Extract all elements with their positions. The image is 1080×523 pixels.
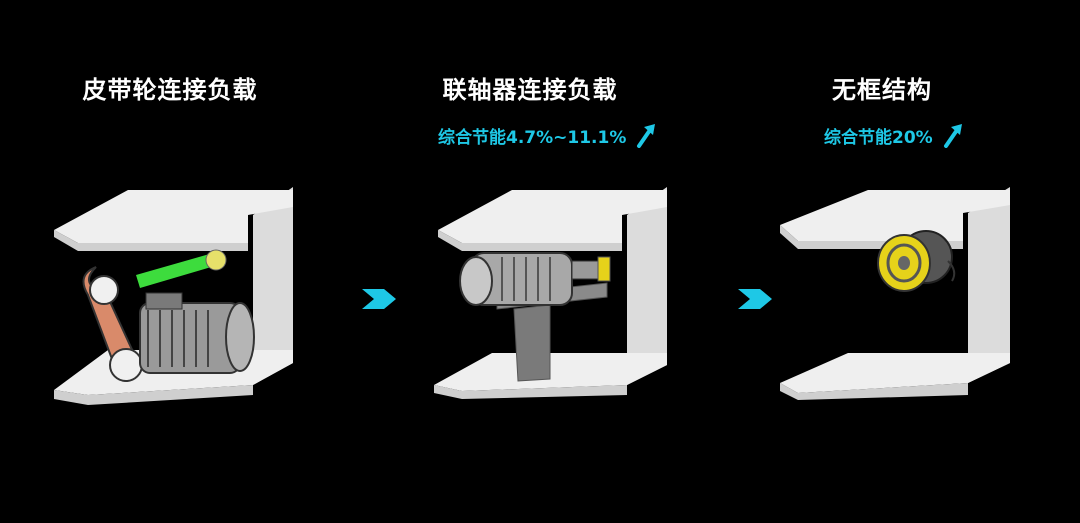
coupling-scene: [434, 187, 667, 399]
up-arrow-icon: [943, 124, 962, 148]
frame-bottom-plate: [780, 353, 1010, 393]
coupling: [597, 256, 611, 282]
right-chevron-icon: [738, 289, 772, 309]
panel-3-saving-text: 综合节能20%: [824, 127, 933, 148]
panel-3-title: 无框结构: [832, 76, 932, 104]
green-shaft: [136, 253, 218, 288]
right-chevron-icon: [362, 289, 396, 309]
frame-back-wall: [968, 187, 1010, 383]
panel-2-title: 联轴器连接负载: [442, 76, 618, 104]
frame-top-plate: [438, 190, 667, 243]
panel-2-saving: 综合节能4.7%~11.1%: [438, 122, 658, 148]
frame-back-wall: [253, 187, 293, 385]
frame-back-wall: [627, 187, 667, 385]
panel-3-saving: 综合节能20%: [824, 122, 965, 148]
panel-1-title: 皮带轮连接负载: [82, 76, 258, 104]
frame-top-plate: [780, 190, 1010, 241]
up-arrow-icon: [637, 124, 656, 148]
frameless-scene: [780, 187, 1010, 400]
belt-pulley-scene: [54, 187, 293, 405]
motor-body: [139, 302, 241, 374]
panel-2-saving-text: 综合节能4.7%~11.1%: [438, 127, 627, 148]
frame-top-plate: [54, 190, 293, 243]
